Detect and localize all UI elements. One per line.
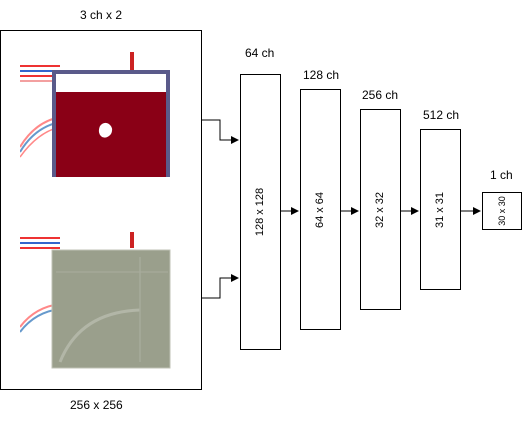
layer-1-block	[240, 74, 281, 350]
layer-5-block	[482, 192, 522, 230]
layer-2-channels: 128 ch	[303, 68, 340, 82]
layer-4-channels: 512 ch	[423, 108, 460, 122]
layer-3-block	[360, 109, 401, 310]
input-image-texture	[20, 232, 171, 369]
input-channels-label: 3 ch x 2	[80, 8, 123, 22]
arrow-input-bottom	[202, 274, 239, 299]
layer-3-channels: 256 ch	[362, 88, 399, 102]
layer-4-block	[420, 129, 461, 290]
arrow-input-top	[202, 119, 239, 144]
layer-5-channels: 1 ch	[490, 168, 513, 182]
layer-2-block	[300, 89, 341, 330]
layer-1-channels: 64 ch	[245, 46, 275, 60]
input-image-mask	[20, 52, 170, 177]
input-size-label: 256 x 256	[70, 398, 123, 412]
